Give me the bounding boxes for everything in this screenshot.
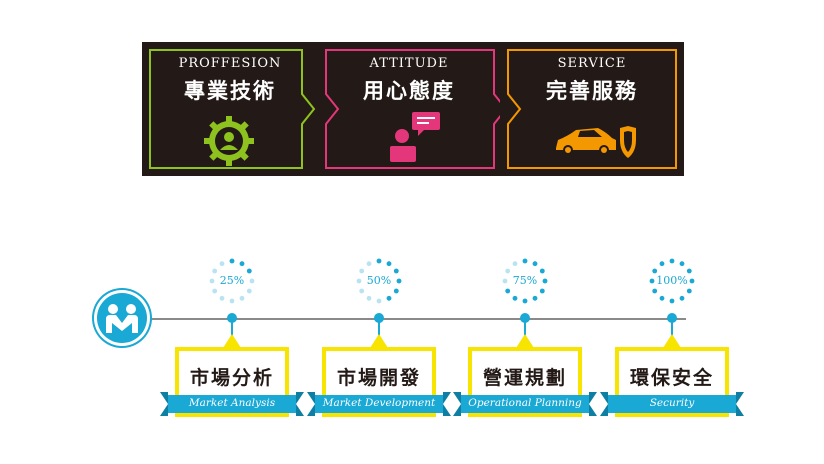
percent-ring bbox=[356, 258, 402, 304]
step-ribbon: Market Analysis bbox=[160, 392, 304, 416]
timeline-line bbox=[120, 318, 686, 320]
ribbon-tail bbox=[453, 392, 461, 416]
timeline-node bbox=[667, 313, 677, 323]
timeline-node bbox=[520, 313, 530, 323]
step-title: 市場開發 bbox=[336, 367, 421, 389]
step-title: 市場分析 bbox=[189, 367, 274, 389]
gear-person-icon bbox=[204, 116, 254, 166]
step-box-security: 環保安全 bbox=[615, 347, 729, 417]
percent-label: 75% bbox=[512, 274, 538, 287]
step-subtitle: Security bbox=[649, 397, 695, 409]
panel-en-title: SERVICE bbox=[557, 56, 627, 71]
timeline-stem bbox=[671, 322, 673, 336]
hub-circle bbox=[97, 293, 147, 343]
ribbon-tail bbox=[296, 392, 304, 416]
step-ribbon: Market Development bbox=[307, 392, 451, 416]
step-subtitle: Market Analysis bbox=[188, 397, 276, 409]
timeline-stem bbox=[524, 322, 526, 336]
panel-zh-title: 完善服務 bbox=[546, 79, 638, 103]
panel-frame bbox=[325, 49, 500, 169]
car-shield-icon bbox=[556, 126, 636, 158]
panel-zh-title: 專業技術 bbox=[184, 79, 276, 103]
percent-ring bbox=[649, 258, 695, 304]
panel-en-title: ATTITUDE bbox=[369, 56, 449, 71]
handshake-people-icon bbox=[106, 304, 138, 333]
ribbon-tail bbox=[600, 392, 608, 416]
box-pointer bbox=[370, 334, 388, 348]
timeline-node bbox=[374, 313, 384, 323]
step-subtitle: Operational Planning bbox=[468, 397, 582, 409]
panel-frame bbox=[507, 49, 677, 169]
box-pointer bbox=[223, 334, 241, 348]
panel-zh-title: 用心態度 bbox=[363, 79, 455, 103]
percent-ring bbox=[502, 258, 548, 304]
ribbon-tail bbox=[443, 392, 451, 416]
step-subtitle: Market Development bbox=[322, 397, 436, 409]
percent-ring bbox=[209, 258, 255, 304]
percent-label: 50% bbox=[366, 274, 392, 287]
panel-frame bbox=[149, 49, 316, 169]
percent-label: 25% bbox=[219, 274, 245, 287]
percent-label-wrap: 75% bbox=[502, 258, 548, 304]
step-ribbon: Security bbox=[600, 392, 744, 416]
percent-label-wrap: 100% bbox=[649, 258, 695, 304]
timeline-stem bbox=[231, 322, 233, 336]
percent-label-wrap: 50% bbox=[356, 258, 402, 304]
ribbon-tail bbox=[160, 392, 168, 416]
timeline-stem bbox=[378, 322, 380, 336]
step-title: 營運規劃 bbox=[482, 367, 567, 389]
banner-panel-service: SERVICE 完善服務 bbox=[500, 42, 684, 176]
percent-label: 100% bbox=[656, 274, 688, 287]
step-title: 環保安全 bbox=[629, 367, 714, 389]
ribbon-tail bbox=[307, 392, 315, 416]
ribbon-tail bbox=[589, 392, 597, 416]
banner-panel-profession: PROFFESION 專業技術 bbox=[142, 42, 318, 176]
speech-person-icon bbox=[390, 112, 440, 162]
timeline-node bbox=[227, 313, 237, 323]
percent-label-wrap: 25% bbox=[209, 258, 255, 304]
panel-en-title: PROFFESION bbox=[178, 56, 282, 71]
box-pointer bbox=[516, 334, 534, 348]
box-pointer bbox=[663, 334, 681, 348]
step-ribbon: Operational Planning bbox=[453, 392, 597, 416]
banner-panel-attitude: ATTITUDE 用心態度 bbox=[318, 42, 500, 176]
ribbon-tail bbox=[736, 392, 744, 416]
